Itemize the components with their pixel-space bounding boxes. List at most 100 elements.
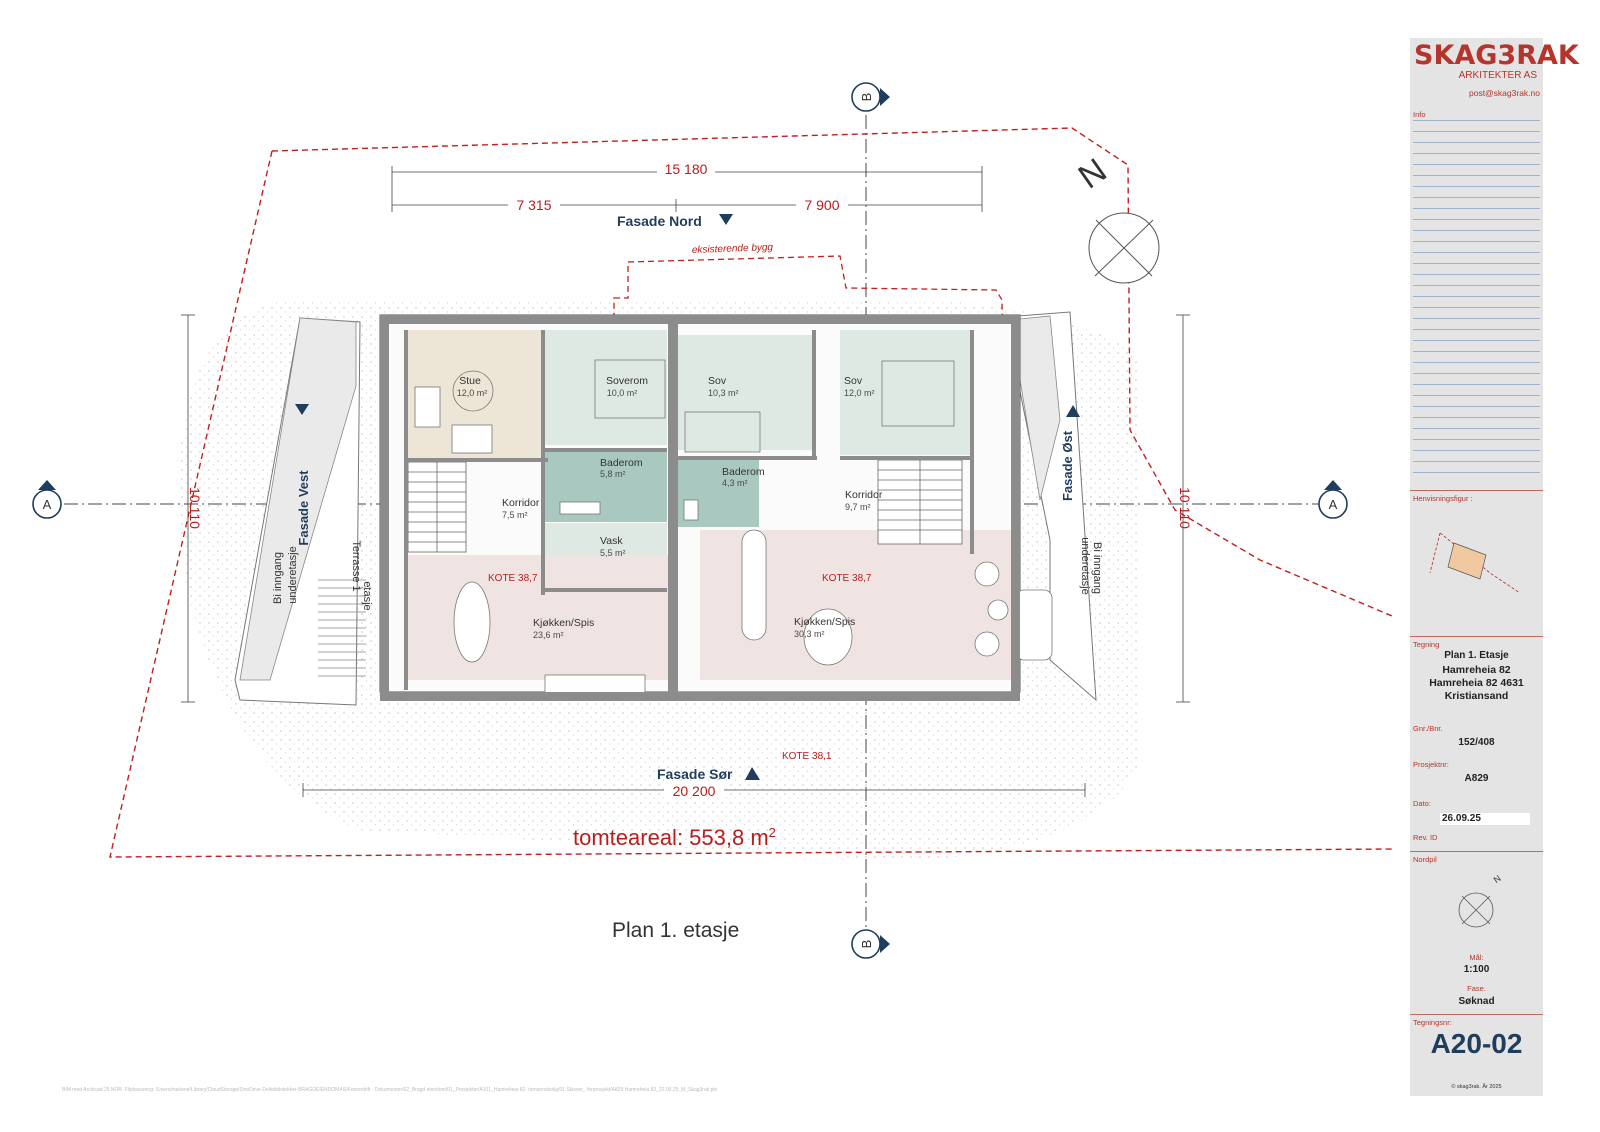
room-name: Sov xyxy=(844,375,863,387)
facade-ost-arrow xyxy=(1066,405,1080,417)
date-label: Dato: xyxy=(1413,799,1431,808)
svg-text:A: A xyxy=(1329,497,1338,512)
existing-building-label: eksisterende bygg xyxy=(692,242,774,256)
info-label: Info xyxy=(1413,110,1426,119)
phase-value: Søknad xyxy=(1458,996,1495,1007)
address-3: Kristiansand xyxy=(1444,690,1509,702)
project-value: A829 xyxy=(1464,773,1489,784)
room-area: 23,6 m² xyxy=(533,630,564,640)
company-name: ARKITEKTER AS xyxy=(1458,70,1537,81)
svg-text:B: B xyxy=(859,93,874,102)
entrance-left-line1: Bi inngang xyxy=(272,552,284,604)
northarrow-label: Nordpil xyxy=(1413,855,1437,864)
plan-north-arrow-icon xyxy=(1088,212,1160,284)
gnr-value: 152/408 xyxy=(1458,737,1495,748)
dim-top-total: 15 180 xyxy=(665,161,708,177)
gnr-label: Gnr./Bnr. xyxy=(1413,724,1443,733)
facade-nord-label: Fasade Nord xyxy=(617,213,702,229)
drawing-no-label: Tegningsnr: xyxy=(1413,1018,1452,1027)
kote-right: KOTE 38,7 xyxy=(822,573,872,584)
file-path: BIM med Archicad 25 NOR. Filplassering: … xyxy=(62,1087,718,1093)
facade-vest-arrow xyxy=(295,404,309,415)
room-name: Vask xyxy=(600,535,623,547)
plot-area-label: tomteareal: 553,8 m2 xyxy=(573,825,776,850)
room-name: Baderom xyxy=(722,466,765,478)
northarrow-icon xyxy=(1458,892,1494,928)
room-name: Stue xyxy=(459,375,481,387)
address-1: Hamreheia 82 xyxy=(1442,664,1511,676)
west-terrace-steps xyxy=(318,579,366,677)
phase-label: Fase. xyxy=(1467,984,1486,993)
facade-nord-arrow xyxy=(719,214,733,225)
reference-label: Henvisningsfigur : xyxy=(1413,494,1473,503)
kote-outside: KOTE 38,1 xyxy=(782,751,832,762)
dim-top-right: 7 900 xyxy=(804,197,839,213)
room-name: Korridor xyxy=(845,489,883,501)
facade-vest-label: Fasade Vest xyxy=(296,470,311,546)
walls xyxy=(380,315,1020,701)
kote-left: KOTE 38,7 xyxy=(488,573,538,584)
plot-boundary-west xyxy=(109,150,1396,858)
dim-left-side: 10 110 xyxy=(187,487,203,529)
entrance-right-line2: underetasje xyxy=(1079,537,1091,595)
room-area: 10,3 m² xyxy=(708,388,739,398)
svg-text:B: B xyxy=(859,940,874,949)
room-area: 30,3 m² xyxy=(794,629,825,639)
section-marker-a-right: A xyxy=(1318,480,1348,519)
plot-boundary xyxy=(271,127,1393,617)
project-label: Prosjektnr: xyxy=(1413,760,1449,769)
title-block: SKAG3RAK ARKITEKTER AS post@skag3rak.no … xyxy=(1410,38,1579,1096)
rev-label: Rev. ID xyxy=(1413,833,1438,842)
room-area: 4,3 m² xyxy=(722,478,748,488)
stair-left xyxy=(407,461,467,553)
entrance-right-line1: Bi inngang xyxy=(1091,542,1103,594)
room-area: 7,5 m² xyxy=(502,510,528,520)
terrace-line1: Terrasse 1 xyxy=(350,540,362,591)
furniture xyxy=(414,359,1053,694)
room-area: 10,0 m² xyxy=(607,388,638,398)
plan-north-letter: N xyxy=(1072,151,1114,196)
dim-bottom-total: 20 200 xyxy=(673,783,716,799)
reference-figure xyxy=(1429,532,1521,594)
room-area: 5,5 m² xyxy=(600,548,626,558)
address-2: Hamreheia 82 4631 xyxy=(1429,677,1524,689)
room-name: Baderom xyxy=(600,457,643,469)
room-name: Kjøkken/Spis xyxy=(533,617,594,629)
room-area: 12,0 m² xyxy=(844,388,875,398)
entrance-left-line2: underetasje xyxy=(287,546,299,604)
company-logo: SKAG3RAK xyxy=(1414,40,1579,71)
section-marker-b-bottom: B xyxy=(851,929,890,959)
room-name: Korridor xyxy=(502,497,540,509)
drawing-number: A20-02 xyxy=(1430,1028,1523,1059)
copyright: © skag3rak. År 2025 xyxy=(1451,1084,1502,1090)
room-labels: Stue 12,0 m² Soverom 10,0 m² Sov 10,3 m²… xyxy=(457,375,883,640)
drawing-label: Tegning xyxy=(1413,640,1440,649)
section-marker-b-top: B xyxy=(851,82,890,112)
room-kjokken-left xyxy=(408,555,668,680)
room-name: Kjøkken/Spis xyxy=(794,616,855,628)
scale-label: Mål: xyxy=(1469,953,1484,962)
room-name: Soverom xyxy=(606,375,648,387)
room-name: Sov xyxy=(708,375,727,387)
section-marker-a-left: A xyxy=(32,480,62,519)
facade-ost-label: Fasade Øst xyxy=(1060,430,1075,501)
facade-sor-arrow xyxy=(745,767,760,780)
west-entrance-band xyxy=(239,317,357,681)
terrace-line2: etasje xyxy=(361,581,373,610)
stair-right xyxy=(877,459,963,545)
east-entrance-band xyxy=(1009,315,1061,501)
drawing-title: Plan 1. Etasje xyxy=(1444,650,1509,661)
room-area: 5,8 m² xyxy=(600,469,626,479)
room-area: 9,7 m² xyxy=(845,502,871,512)
plan-title: Plan 1. etasje xyxy=(612,919,739,942)
scale-value: 1:100 xyxy=(1463,964,1490,975)
facade-sor-label: Fasade Sør xyxy=(657,766,733,782)
room-area: 12,0 m² xyxy=(457,388,488,398)
dim-right-side: 10 110 xyxy=(1177,487,1193,529)
date-value: 26.09.25 xyxy=(1440,813,1530,825)
dimension-lines xyxy=(181,166,1190,797)
company-email[interactable]: post@skag3rak.no xyxy=(1468,88,1540,98)
dim-top-left: 7 315 xyxy=(516,197,551,213)
svg-text:A: A xyxy=(43,497,52,512)
